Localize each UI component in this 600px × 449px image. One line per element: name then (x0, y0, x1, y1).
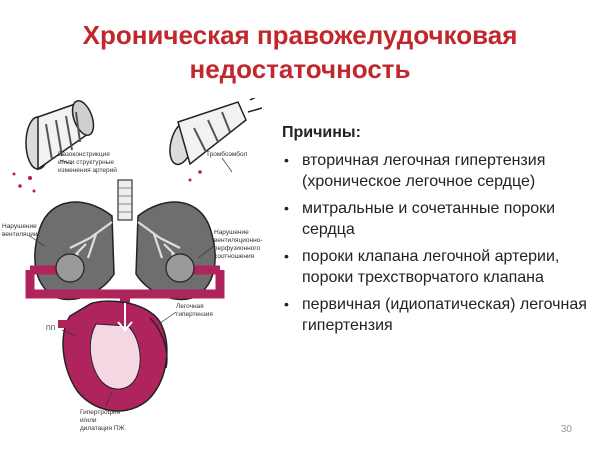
label-perfusion-4: соотношения (214, 253, 255, 260)
label-pulmonary-hypertension-2: гипертензия (176, 311, 213, 318)
bullet-icon: • (284, 152, 289, 168)
label-hypertrophy-3: дилатация ПЖ (80, 425, 125, 432)
label-vasoconstriction-1: Вазоконстрикция (58, 151, 110, 158)
pulmonary-circulation (25, 253, 225, 318)
label-vasoconstriction-2: и/или структурные (58, 159, 114, 166)
label-perfusion-2: вентиляционно- (214, 237, 262, 244)
slide-title-line1: Хроническая правожелудочковая (82, 20, 518, 50)
left-lung (34, 201, 115, 301)
slide-title: Хроническая правожелудочковая недостаточ… (0, 18, 600, 86)
annotation-leaders (29, 157, 233, 407)
trachea (117, 179, 133, 221)
label-right-atrium: ПП (46, 325, 56, 332)
list-item: • вторичная легочная гипертензия (хрониче… (282, 150, 592, 192)
label-perfusion-3: перфузионного (214, 245, 261, 252)
causes-section: Причины: • вторичная легочная гипертензия… (282, 124, 592, 342)
bullet-icon: • (284, 200, 289, 216)
label-vasoconstriction-3: изменения артерий (58, 166, 117, 174)
diagram-annotations: Вазоконстрикция и/или структурные измене… (2, 150, 262, 432)
label-hypertrophy-1: Гипертрофия (80, 409, 121, 416)
thrombosed-artery-illustration (169, 98, 263, 182)
heart (58, 300, 168, 412)
label-ventilation-2: вентиляции (2, 231, 38, 238)
label-ventilation-1: Нарушение (2, 223, 37, 230)
cause-text: митральные и сочетанные пороки сердца (302, 200, 556, 238)
list-item: • первичная (идиопатическая) легочная гип… (282, 294, 592, 336)
constricted-artery-illustration (12, 100, 95, 193)
slide-title-line2: недостаточность (189, 54, 411, 84)
label-hypertrophy-2: и/или (80, 417, 97, 424)
heart-lung-diagram: Вазоконстрикция и/или структурные измене… (2, 98, 263, 432)
page-number: 30 (560, 424, 572, 435)
cause-text: пороки клапана легочной артерии, пороки … (302, 248, 560, 286)
bullet-icon: • (284, 296, 289, 312)
bullet-icon: • (284, 248, 289, 264)
label-perfusion-1: Нарушение (214, 229, 249, 236)
right-lung (135, 201, 216, 301)
label-pulmonary-hypertension-1: Легочная (176, 303, 204, 310)
cause-text: вторичная легочная гипертензия (хроничес… (302, 152, 546, 190)
causes-heading: Причины: (282, 124, 361, 141)
label-thromboembolism: Тромбоэмбол (206, 150, 247, 158)
list-item: • митральные и сочетанные пороки сердца (282, 198, 592, 240)
list-item: • пороки клапана легочной артерии, пороки… (282, 246, 592, 288)
causes-list: • вторичная легочная гипертензия (хрониче… (282, 150, 592, 336)
cause-text: первичная (идиопатическая) легочная гипе… (302, 296, 587, 334)
